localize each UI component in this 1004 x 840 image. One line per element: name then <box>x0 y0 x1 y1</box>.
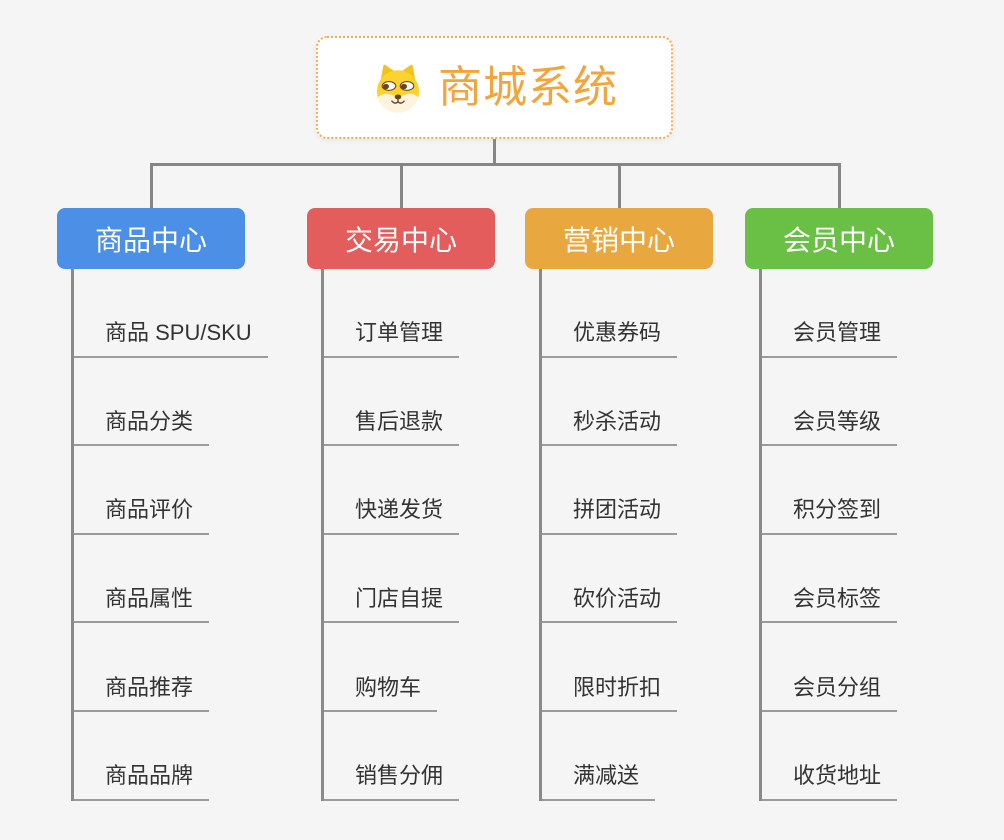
branch-rail-connector <box>149 163 841 166</box>
leaf-row: 拼团活动 <box>539 446 678 535</box>
leaf-topic[interactable]: 优惠券码 <box>539 320 678 358</box>
leaf-topic[interactable]: 会员分组 <box>759 675 898 712</box>
leaf-row: 会员管理 <box>759 269 898 358</box>
branch-topic-1[interactable]: 商品中心 <box>57 208 245 269</box>
leaf-topic[interactable]: 快递发货 <box>321 497 460 535</box>
doge-icon <box>376 64 420 112</box>
leaf-row: 积分签到 <box>759 446 898 535</box>
leaf-topic[interactable]: 会员标签 <box>759 586 898 624</box>
leaf-row: 商品品牌 <box>71 712 268 801</box>
leaf-row: 限时折扣 <box>539 623 678 712</box>
leaf-topic[interactable]: 会员等级 <box>759 409 898 447</box>
leaf-topic[interactable]: 门店自提 <box>321 586 460 624</box>
branch-children-column: 商品 SPU/SKU 商品分类商品评价商品属性商品推荐商品品牌 <box>71 269 268 801</box>
root-topic-title: 商城系统 <box>438 62 618 112</box>
branch-topic-3[interactable]: 营销中心 <box>525 208 713 269</box>
leaf-row: 购物车 <box>321 623 459 712</box>
root-topic[interactable]: 商城系统 <box>316 36 673 139</box>
leaf-row: 销售分佣 <box>321 712 460 801</box>
leaf-row: 快递发货 <box>321 446 460 535</box>
branch-children-column: 优惠券码秒杀活动拼团活动砍价活动限时折扣满减送 <box>539 269 678 801</box>
leaf-topic[interactable]: 拼团活动 <box>539 497 678 535</box>
leaf-row: 商品分类 <box>71 358 268 447</box>
branch-drop-connector <box>837 163 841 208</box>
leaf-row: 收货地址 <box>759 712 898 801</box>
leaf-row: 满减送 <box>539 712 677 801</box>
leaf-topic[interactable]: 商品分类 <box>71 409 210 447</box>
leaf-row: 商品推荐 <box>71 623 268 712</box>
branch-drop-connector <box>149 163 153 208</box>
leaf-row: 售后退款 <box>321 358 460 447</box>
leaf-row: 砍价活动 <box>539 535 678 624</box>
leaf-topic[interactable]: 满减送 <box>539 763 656 801</box>
leaf-topic[interactable]: 订单管理 <box>321 320 460 358</box>
leaf-topic[interactable]: 限时折扣 <box>539 675 678 712</box>
leaf-topic[interactable]: 销售分佣 <box>321 763 460 801</box>
leaf-row: 商品 SPU/SKU <box>71 269 268 358</box>
leaf-topic[interactable]: 收货地址 <box>759 763 898 801</box>
branch-topic-4[interactable]: 会员中心 <box>745 208 933 269</box>
leaf-topic[interactable]: 购物车 <box>321 675 438 712</box>
leaf-topic[interactable]: 积分签到 <box>759 497 898 535</box>
leaf-topic[interactable]: 砍价活动 <box>539 586 678 624</box>
leaf-topic[interactable]: 商品推荐 <box>71 675 210 712</box>
leaf-topic[interactable]: 会员管理 <box>759 320 898 358</box>
leaf-topic[interactable]: 商品评价 <box>71 497 210 535</box>
leaf-row: 订单管理 <box>321 269 460 358</box>
branch-children-column: 订单管理售后退款快递发货门店自提购物车销售分佣 <box>321 269 460 801</box>
leaf-row: 门店自提 <box>321 535 460 624</box>
column-trunk-connector <box>539 269 542 801</box>
leaf-topic[interactable]: 秒杀活动 <box>539 409 678 447</box>
column-trunk-connector <box>321 269 324 801</box>
leaf-topic[interactable]: 商品属性 <box>71 586 210 624</box>
leaf-row: 会员等级 <box>759 358 898 447</box>
branch-children-column: 会员管理会员等级积分签到会员标签会员分组收货地址 <box>759 269 898 801</box>
column-trunk-connector <box>71 269 74 801</box>
leaf-row: 商品属性 <box>71 535 268 624</box>
leaf-topic[interactable]: 商品 SPU/SKU <box>71 320 268 358</box>
leaf-row: 会员分组 <box>759 623 898 712</box>
leaf-row: 商品评价 <box>71 446 268 535</box>
root-drop-connector <box>493 139 496 166</box>
leaf-topic[interactable]: 商品品牌 <box>71 763 210 801</box>
branch-drop-connector <box>617 163 621 208</box>
leaf-row: 会员标签 <box>759 535 898 624</box>
leaf-topic[interactable]: 售后退款 <box>321 409 460 447</box>
leaf-row: 优惠券码 <box>539 269 678 358</box>
column-trunk-connector <box>759 269 762 801</box>
leaf-row: 秒杀活动 <box>539 358 678 447</box>
branch-topic-2[interactable]: 交易中心 <box>307 208 495 269</box>
branch-drop-connector <box>399 163 403 208</box>
